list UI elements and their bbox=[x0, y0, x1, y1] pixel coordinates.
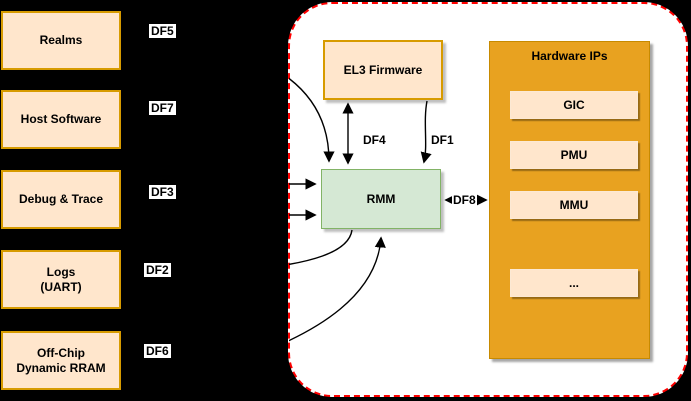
flow-label-df3: DF3 bbox=[149, 185, 176, 199]
box-host-software: Host Software bbox=[1, 90, 121, 149]
flow-label-df1: DF1 bbox=[430, 133, 455, 147]
box-rmm: RMM bbox=[321, 169, 441, 229]
hardware-ips-title: Hardware IPs bbox=[531, 49, 608, 63]
flow-label-df5: DF5 bbox=[149, 24, 176, 38]
box-gic: GIC bbox=[510, 91, 638, 119]
box-hardware-ips: Hardware IPs GIC PMU MMU ... bbox=[489, 41, 650, 359]
box-mmu: MMU bbox=[510, 191, 638, 219]
box-realms: Realms bbox=[1, 11, 121, 70]
box-ellipsis-ip: ... bbox=[510, 269, 638, 297]
flow-label-df8: DF8 bbox=[452, 193, 477, 207]
box-offchip-rram: Off-Chip Dynamic RRAM bbox=[1, 331, 121, 390]
box-pmu: PMU bbox=[510, 141, 638, 169]
flow-label-df4: DF4 bbox=[362, 133, 387, 147]
box-logs-uart: Logs (UART) bbox=[1, 250, 121, 309]
box-el3-firmware: EL3 Firmware bbox=[323, 40, 443, 100]
flow-label-df6: DF6 bbox=[144, 344, 171, 358]
flow-label-df2: DF2 bbox=[144, 263, 171, 277]
box-debug-trace: Debug & Trace bbox=[1, 170, 121, 229]
flow-label-df7: DF7 bbox=[149, 101, 176, 115]
